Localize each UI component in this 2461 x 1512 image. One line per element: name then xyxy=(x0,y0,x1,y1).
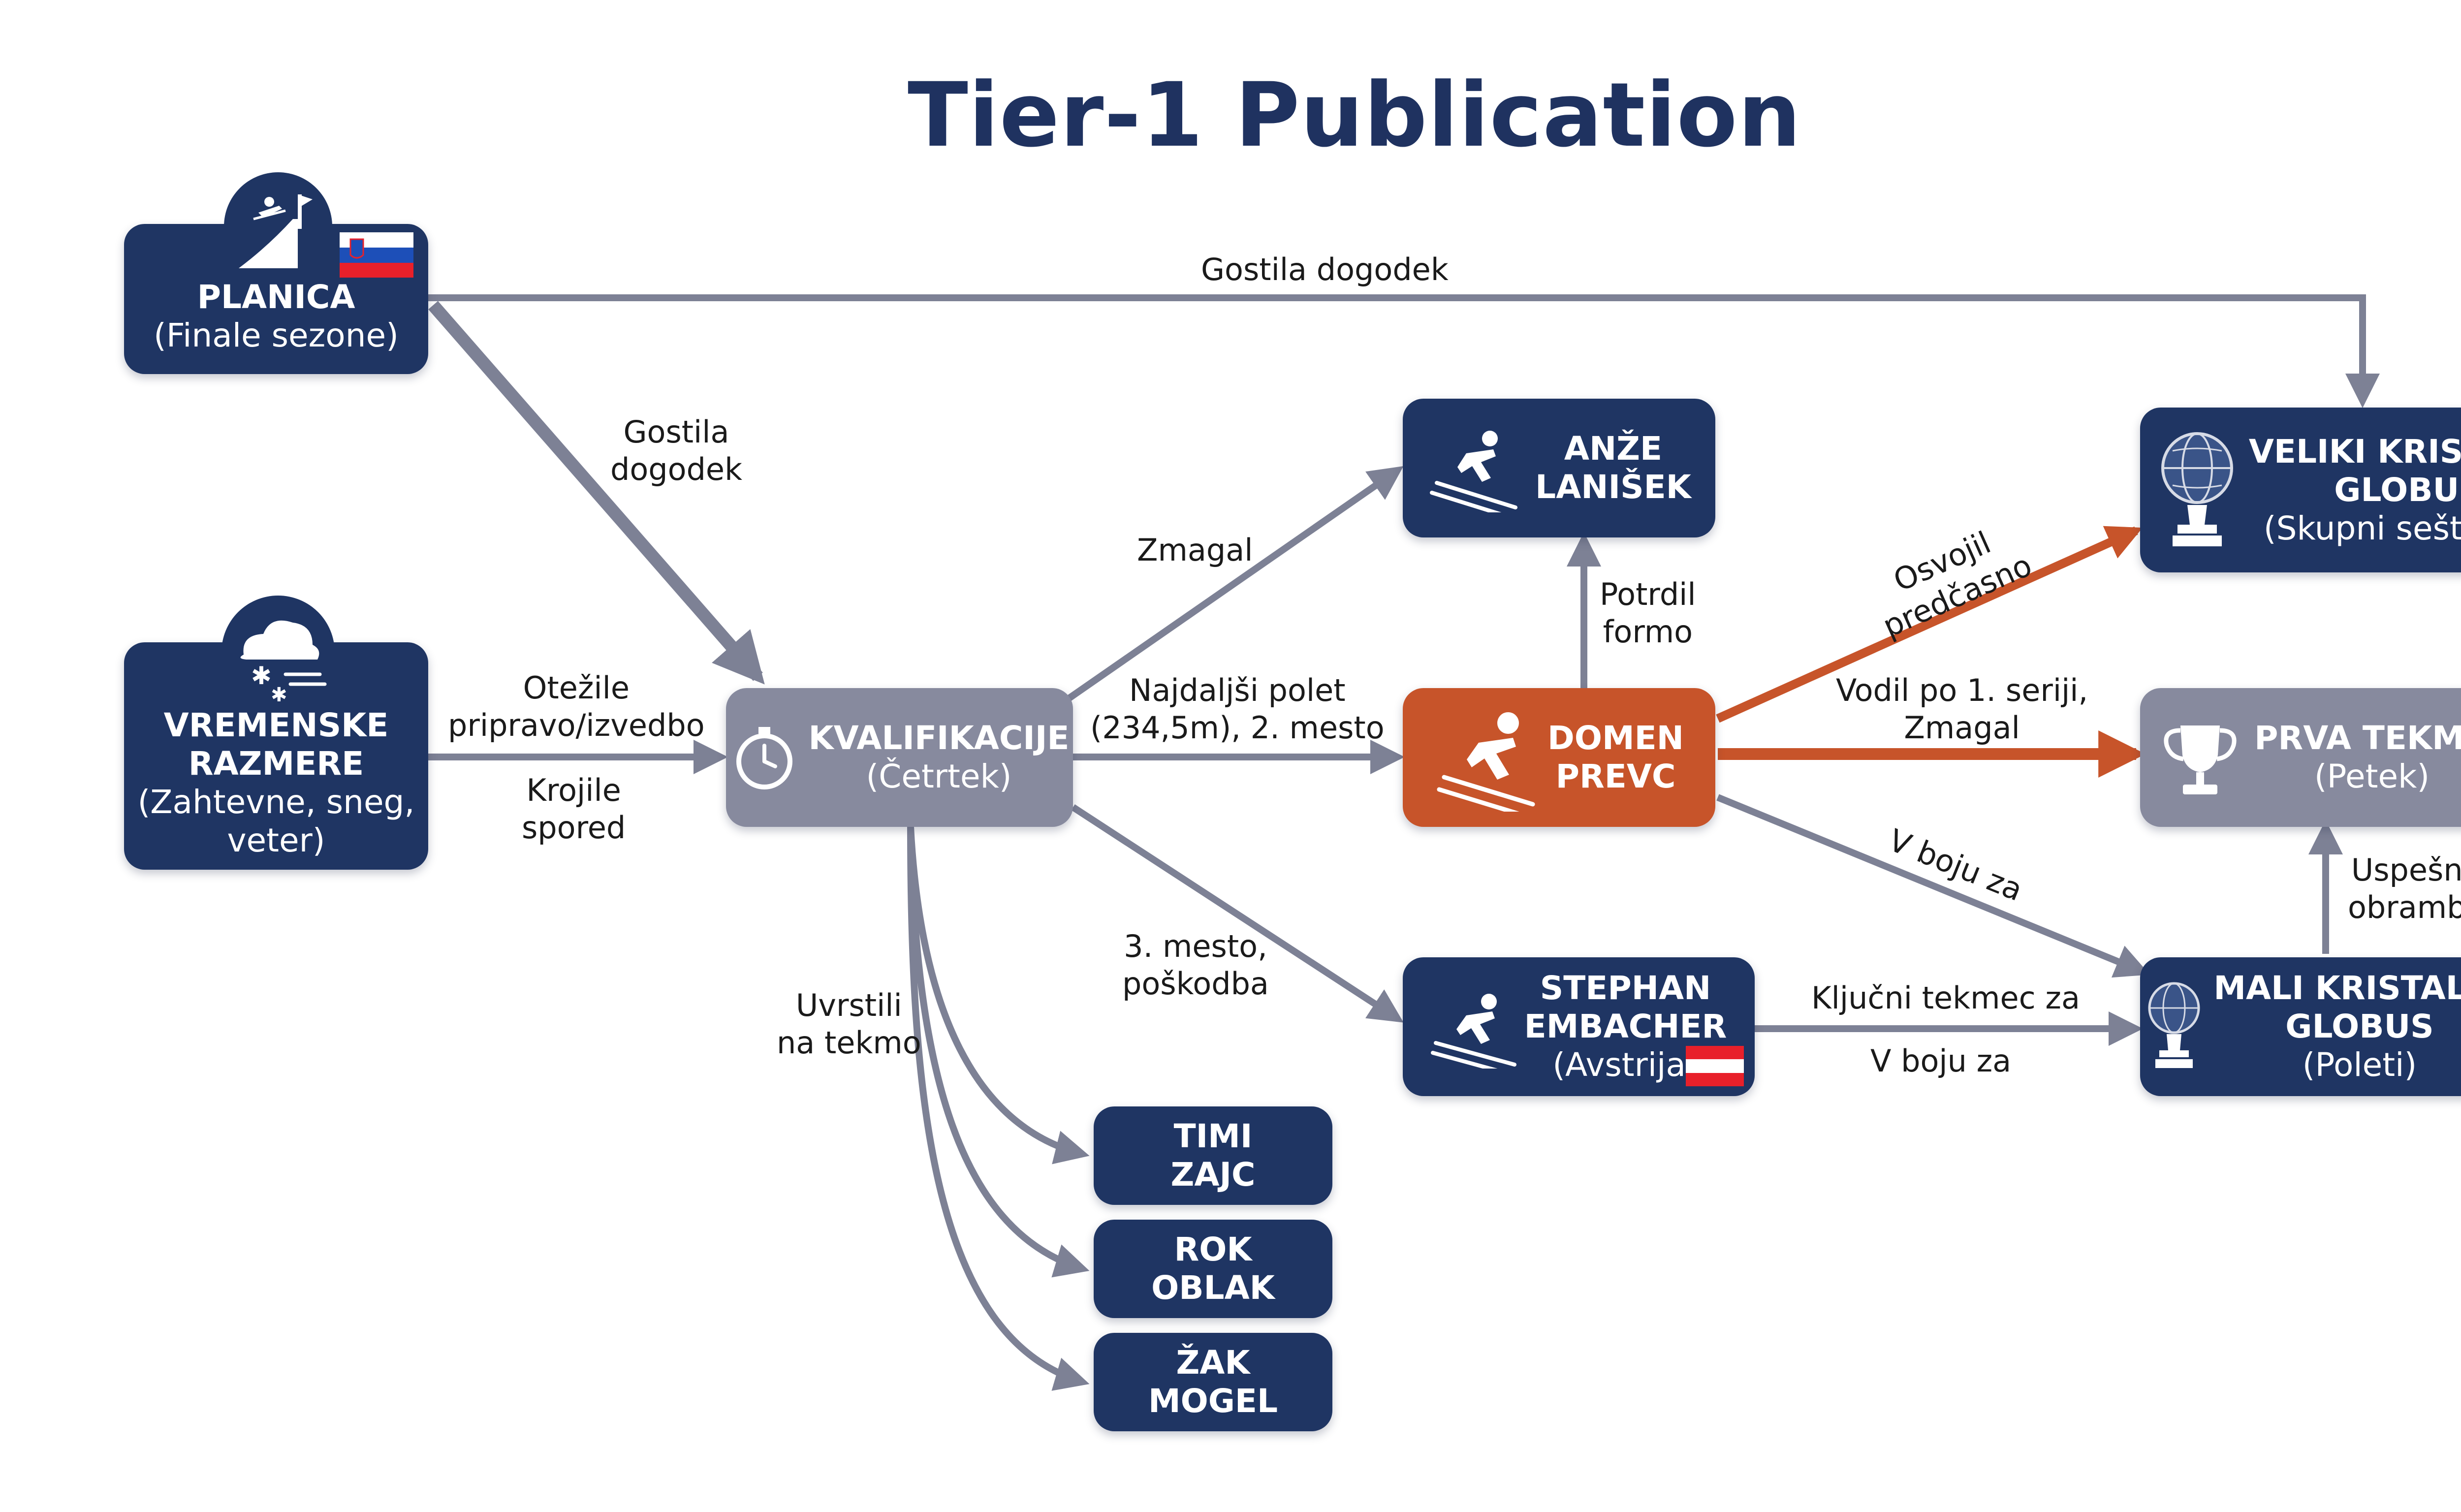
edge-kvalifikacije-oblak xyxy=(907,826,1090,1278)
page-title: Tier-1 Publication xyxy=(908,64,1801,167)
edge-prevc-veliki xyxy=(1716,526,2143,723)
ski-jump-icon xyxy=(224,172,332,281)
node-mali-sub: (Poleti) xyxy=(2302,1046,2417,1084)
edge-label-embacher-mali-2: V boju za xyxy=(1870,1043,2012,1079)
trophy-icon xyxy=(2161,716,2240,799)
node-veliki-name-2: GLOBUS xyxy=(2334,471,2461,509)
slovenia-flag-icon xyxy=(340,232,413,278)
svg-text:✱: ✱ xyxy=(251,662,272,690)
edge-prevc-mali xyxy=(1716,794,2150,978)
ski-jumper-icon xyxy=(1434,703,1543,819)
edge-label-planica-veliki: Gostila dogodek xyxy=(1201,252,1449,287)
node-veliki-sub: (Skupni seštevek) xyxy=(2263,509,2461,547)
node-zajc-name-2: ZAJC xyxy=(1170,1156,1256,1194)
node-prva-tekma[interactable]: PRVA TEKMA (Petek) xyxy=(2140,688,2461,827)
node-mogel-name-1: ŽAK xyxy=(1176,1344,1250,1382)
node-rok-oblak[interactable]: ROK OBLAK xyxy=(1094,1220,1332,1318)
node-domen-prevc[interactable]: DOMEN PREVC xyxy=(1403,688,1715,827)
node-lanisek-name-2: LANIŠEK xyxy=(1535,468,1691,506)
edge-label-prevc-prva: Vodil po 1. seriji,Zmagal xyxy=(1836,672,2088,746)
edge-planica-veliki xyxy=(428,294,2380,408)
node-kvalifikacije-sub: (Četrtek) xyxy=(866,757,1012,795)
node-prva-name: PRVA TEKMA xyxy=(2254,719,2461,757)
node-vremenske-sub-1: (Zahtevne, sneg, xyxy=(137,783,415,821)
weather-cloud-icon: ✱ ✱ xyxy=(221,596,335,709)
austria-flag-icon xyxy=(1686,1046,1744,1086)
node-mogel-name-2: MOGEL xyxy=(1148,1382,1278,1420)
edge-kvalifikacije-zajc xyxy=(907,826,1090,1165)
crystal-globe-icon xyxy=(2155,426,2239,554)
node-vremenske-name-2: RAZMERE xyxy=(188,745,364,783)
node-zajc-name-1: TIMI xyxy=(1173,1117,1253,1155)
edge-label-kvalifikacije-prevc: Najdaljši polet(234,5m), 2. mesto xyxy=(1090,672,1385,746)
node-prevc-name-2: PREVC xyxy=(1555,757,1676,795)
edge-planica-kvalifikacije xyxy=(428,301,765,685)
edge-kvalifikacije-mogel xyxy=(907,826,1090,1391)
node-timi-zajc[interactable]: TIMI ZAJC xyxy=(1094,1106,1332,1205)
node-vremenske-name-1: VREMENSKE xyxy=(163,706,389,744)
node-prevc-name-1: DOMEN xyxy=(1547,719,1684,757)
edge-kvalifikacije-embacher xyxy=(1071,804,1404,1023)
node-embacher-sub: (Avstrija) xyxy=(1552,1046,1699,1084)
node-mali-name-1: MALI KRISTALNI xyxy=(2213,969,2461,1007)
node-veliki-name-1: VELIKI KRISTALNI xyxy=(2248,432,2461,471)
node-embacher-name-2: EMBACHER xyxy=(1524,1008,1727,1045)
edge-label-kvalifikacije-lanisek: Zmagal xyxy=(1137,532,1253,568)
node-mali-name-2: GLOBUS xyxy=(2285,1008,2434,1045)
node-planica-name: PLANICA xyxy=(197,278,355,316)
node-veliki-kristalni-globus[interactable]: VELIKI KRISTALNI GLOBUS (Skupni seštevek… xyxy=(2140,408,2461,572)
node-embacher-name-1: STEPHAN xyxy=(1540,969,1711,1007)
edge-label-kvalifikacije-embacher: 3. mesto,poškodba xyxy=(1122,928,1269,1002)
node-prva-sub: (Petek) xyxy=(2314,757,2430,795)
edge-label-embacher-mali-1: Ključni tekmec za xyxy=(1811,980,2080,1016)
node-oblak-name-1: ROK xyxy=(1174,1230,1252,1268)
ski-jumper-icon xyxy=(1427,424,1525,519)
edge-label-mali-prva: Uspešnaobramba xyxy=(2348,852,2461,925)
node-mali-kristalni-globus[interactable]: MALI KRISTALNI GLOBUS (Poleti) xyxy=(2140,957,2461,1096)
node-zak-mogel[interactable]: ŽAK MOGEL xyxy=(1094,1333,1332,1431)
node-vremenske-razmere[interactable]: VREMENSKE RAZMERE (Zahtevne, sneg, veter… xyxy=(124,642,428,870)
node-planica-sub: (Finale sezone) xyxy=(154,316,399,354)
node-kvalifikacije[interactable]: KVALIFIKACIJE (Četrtek) xyxy=(726,688,1073,827)
node-anze-lanisek[interactable]: ANŽE LANIŠEK xyxy=(1403,399,1715,537)
ski-jumper-icon xyxy=(1430,985,1519,1076)
node-vremenske-sub-2: veter) xyxy=(227,821,325,859)
node-oblak-name-2: OBLAK xyxy=(1151,1269,1275,1307)
edge-kvalifikacije-lanisek xyxy=(1066,466,1404,702)
svg-text:✱: ✱ xyxy=(271,684,287,706)
crystal-globe-icon xyxy=(2145,977,2204,1076)
node-kvalifikacije-name: KVALIFIKACIJE xyxy=(808,719,1070,757)
stopwatch-icon xyxy=(730,723,799,792)
node-lanisek-name-1: ANŽE xyxy=(1564,430,1663,468)
